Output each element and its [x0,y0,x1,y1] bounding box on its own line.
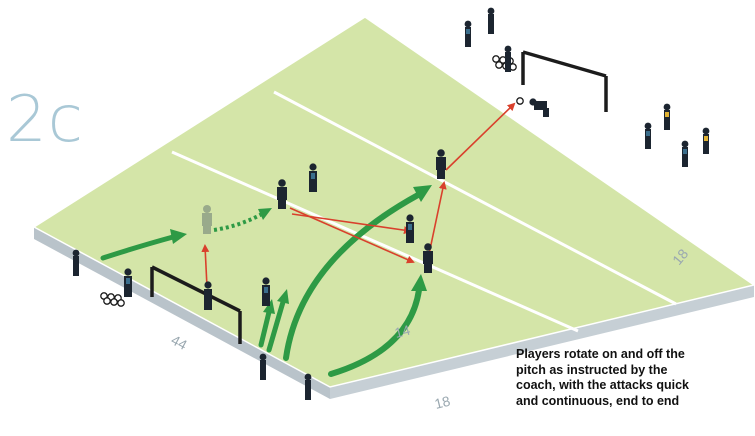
player-with-ball [277,179,287,209]
caption-line-4: and continuous, end to end [516,393,680,408]
ball-near-goal [516,97,524,105]
left-goal [150,265,242,344]
caption-line-3: coach, with the attacks quick [516,378,689,392]
pitch-surface [34,17,754,387]
pass-1 [201,244,210,288]
run-arrow-1 [100,234,176,261]
run-arrow-3 [328,287,422,377]
zone-line-2 [273,90,677,306]
run-arrow-2-head [413,185,432,202]
dimension-length-left: 44 [169,332,190,354]
dribble-arrow [213,212,263,232]
run-arrow-5-head [277,289,289,304]
player-sideline-right-4 [702,127,710,154]
player-sideline-top-1 [464,20,472,47]
run-arrow-4-head [263,299,275,314]
player-sideline-left [72,249,80,276]
run-arrow-3-head [411,274,427,291]
players [72,7,710,400]
player-sideline-right-2 [663,103,671,130]
run-arrow-2 [283,192,421,361]
player-sideline-right-3 [681,140,689,167]
ball-stack-left [100,292,125,307]
goalkeeper-right [529,98,549,117]
zone-line-1 [171,150,579,333]
run-arrow-4 [258,309,272,348]
player-defender-mid [406,214,414,243]
caption-line-2: pitch as instructed by the [516,362,668,377]
player-receiver-mid [423,243,433,273]
caption: Players rotate on and off the pitch as i… [516,347,752,409]
player-left-2 [124,268,132,297]
player-sideline-bottom-1 [259,353,267,380]
dimension-bottom-right: 18 [433,393,452,412]
movement-arrows [100,185,432,377]
player-sideline-top-3 [504,45,512,72]
player-sideline-right-1 [644,122,652,149]
run-arrow-5 [266,299,286,353]
pitch-side-left [34,227,330,399]
player-runner-1 [262,277,270,306]
player-mid-1 [309,163,317,192]
dimension-middle: 14 [393,322,412,341]
caption-line-1: Players rotate on and off the [516,347,685,361]
goalkeeper-left [204,281,212,310]
player-ghost [202,205,212,234]
dribble-arrow-head [258,208,272,220]
run-arrow-1-head [170,229,187,244]
player-sideline-top-2 [487,7,495,34]
player-sideline-bottom-2 [304,373,312,400]
player-attacker-top [436,149,446,179]
pass-5 [445,102,516,171]
right-goal [521,50,608,112]
pass-3 [291,213,412,235]
pitch-side-right [330,285,754,399]
pitch-outline [32,16,755,388]
diagram-label: 2c [6,83,84,157]
ball-stack-right [492,55,517,71]
